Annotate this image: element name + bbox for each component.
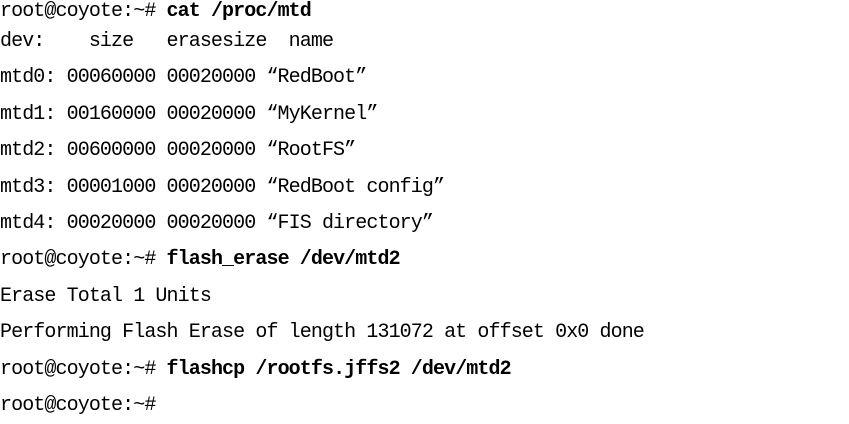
mtd-row: mtd2: 00600000 00020000 “RootFS” <box>0 139 356 163</box>
mtd-row: mtd1: 00160000 00020000 “MyKernel” <box>0 102 378 126</box>
terminal-line-command: root@coyote:~# flash_erase /dev/mtd2 <box>0 242 849 278</box>
command-cat-proc-mtd: cat /proc/mtd <box>166 0 312 23</box>
shell-prompt: root@coyote:~# <box>0 0 156 23</box>
mtd-row: mtd0: 00060000 00020000 “RedBoot” <box>0 66 367 90</box>
shell-prompt: root@coyote:~# <box>0 357 156 381</box>
terminal-line-input[interactable]: root@coyote:~# <box>0 388 849 424</box>
command-flash-erase: flash_erase /dev/mtd2 <box>166 248 401 272</box>
erase-output-line: Erase Total 1 Units <box>0 284 212 308</box>
mtd-table-header: dev: size erasesize name <box>0 30 334 53</box>
shell-prompt: root@coyote:~# <box>0 248 156 272</box>
terminal-line-command: root@coyote:~# flashcp /rootfs.jffs2 /de… <box>0 352 849 388</box>
mtd-row: mtd3: 00001000 00020000 “RedBoot config” <box>0 175 445 199</box>
command-flashcp: flashcp /rootfs.jffs2 /dev/mtd2 <box>166 357 512 381</box>
mtd-row: mtd4: 00020000 00020000 “FIS directory” <box>0 211 434 235</box>
erase-output-line: Performing Flash Erase of length 131072 … <box>0 321 645 345</box>
shell-prompt: root@coyote:~# <box>0 393 156 417</box>
terminal-line-command: root@coyote:~# cat /proc/mtd <box>0 0 849 24</box>
